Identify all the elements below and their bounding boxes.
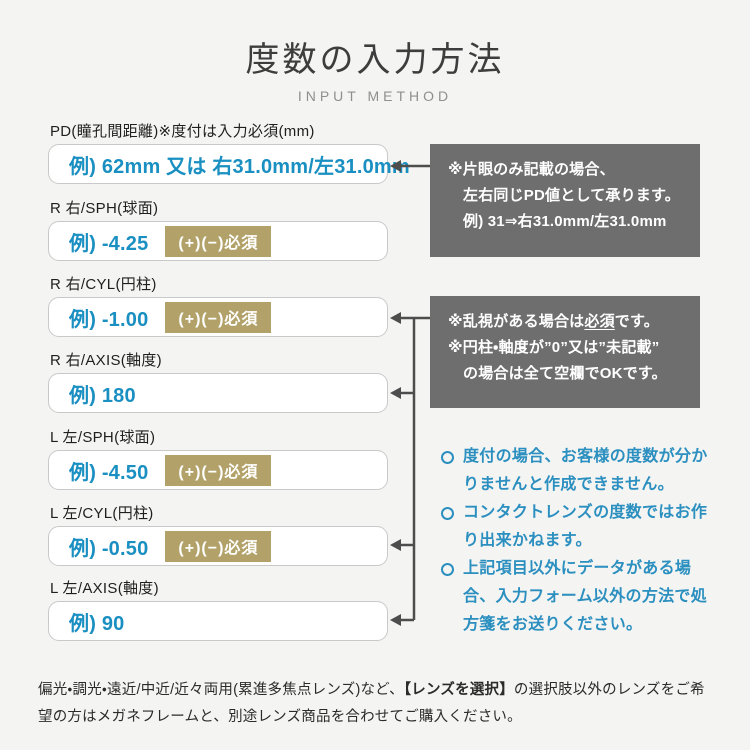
plus-minus-required-badge: (+)(−)必須 <box>165 301 272 333</box>
cyl-note-line: ※乱視がある場合は必須です。 <box>448 313 659 330</box>
note-text: 上記項目以外にデータがある場合、入力フォーム以外の方法で処方箋をお送りください。 <box>463 560 708 633</box>
r-axis-label: R 右/AXIS(軸度) <box>50 352 162 369</box>
field-group-pd: PD(瞳孔間距離)※度付は入力必須(mm) 例) 62mm 又は 右31.0mm… <box>48 120 410 184</box>
circle-bullet-icon <box>441 563 454 576</box>
arrowhead-icons <box>390 160 401 626</box>
l-cyl-label: L 左/CYL(円柱) <box>50 505 154 522</box>
r-axis-example-value: 例) 180 <box>69 384 136 407</box>
list-item: コンタクトレンズの度数ではお作り出来かねます。 <box>441 499 721 555</box>
note-text: コンタクトレンズの度数ではお作り出来かねます。 <box>463 504 708 549</box>
field-group-l-sph: L 左/SPH(球面) 例) -4.50 (+)(−)必須 <box>48 426 390 490</box>
pd-note-callout: ※片眼のみ記載の場合、 左右同じPD値として承ります。 例) 31⇒右31.0m… <box>430 144 700 257</box>
r-cyl-label: R 右/CYL(円柱) <box>50 276 157 293</box>
pd-label: PD(瞳孔間距離)※度付は入力必須(mm) <box>50 123 315 140</box>
required-emphasis: 必須 <box>584 313 615 330</box>
plus-minus-required-badge: (+)(−)必須 <box>165 530 272 562</box>
r-sph-example-value: 例) -4.25 <box>69 232 149 255</box>
cyl-axis-note-callout: ※乱視がある場合は必須です。 ※円柱・軸度が”0”又は”未記載” の場合は全て空… <box>430 296 700 408</box>
list-item: 上記項目以外にデータがある場合、入力フォーム以外の方法で処方箋をお送りください。 <box>441 555 721 639</box>
l-axis-example-value: 例) 90 <box>69 612 125 635</box>
list-item: 度付の場合、お客様の度数が分かりませんと作成できません。 <box>441 443 721 499</box>
plus-minus-required-badge: (+)(−)必須 <box>165 454 272 486</box>
l-cyl-input[interactable]: 例) -0.50 (+)(−)必須 <box>48 526 388 566</box>
l-cyl-example-value: 例) -0.50 <box>69 537 149 560</box>
page-title: 度数の入力方法 <box>245 41 505 79</box>
field-group-l-axis: L 左/AXIS(軸度) 例) 90 <box>48 577 390 641</box>
field-group-l-cyl: L 左/CYL(円柱) 例) -0.50 (+)(−)必須 <box>48 502 390 566</box>
r-cyl-input[interactable]: 例) -1.00 (+)(−)必須 <box>48 297 388 337</box>
circle-bullet-icon <box>441 507 454 520</box>
r-sph-label: R 右/SPH(球面) <box>50 200 159 217</box>
l-axis-input[interactable]: 例) 90 <box>48 601 388 641</box>
field-group-r-cyl: R 右/CYL(円柱) 例) -1.00 (+)(−)必須 <box>48 273 390 337</box>
pd-note-line: 左右同じPD値として承ります。 <box>463 187 680 204</box>
page-subtitle: INPUT METHOD <box>297 87 453 104</box>
pd-input[interactable]: 例) 62mm 又は 右31.0mm/左31.0mm <box>48 144 410 184</box>
cyl-note-line: の場合は全て空欄でOKです。 <box>463 365 667 382</box>
notes-list: 度付の場合、お客様の度数が分かりませんと作成できません。 コンタクトレンズの度数… <box>441 443 721 639</box>
cyl-note-line: ※円柱・軸度が”0”又は”未記載” <box>448 339 660 356</box>
pd-note-line: 例) 31⇒右31.0mm/左31.0mm <box>463 213 667 230</box>
header: 度数の入力方法 INPUT METHOD <box>0 40 750 104</box>
plus-minus-required-badge: (+)(−)必須 <box>165 225 272 257</box>
lens-select-emphasis: 【レンズを選択】 <box>403 681 514 698</box>
footer-note: 偏光・調光・遠近/中近/近々両用(累進多焦点レンズ)など、【レンズを選択】の選択… <box>38 681 705 725</box>
r-sph-input[interactable]: 例) -4.25 (+)(−)必須 <box>48 221 388 261</box>
circle-bullet-icon <box>441 451 454 464</box>
pd-example-value: 例) 62mm 又は 右31.0mm/左31.0mm <box>69 155 410 178</box>
pd-note-line: ※片眼のみ記載の場合、 <box>448 161 615 178</box>
l-sph-example-value: 例) -4.50 <box>69 461 149 484</box>
l-sph-input[interactable]: 例) -4.50 (+)(−)必須 <box>48 450 388 490</box>
r-axis-input[interactable]: 例) 180 <box>48 373 388 413</box>
note-text: 度付の場合、お客様の度数が分かりませんと作成できません。 <box>463 448 708 493</box>
r-cyl-example-value: 例) -1.00 <box>69 308 149 331</box>
l-sph-label: L 左/SPH(球面) <box>50 429 156 446</box>
l-axis-label: L 左/AXIS(軸度) <box>50 580 159 597</box>
field-group-r-axis: R 右/AXIS(軸度) 例) 180 <box>48 349 390 413</box>
field-group-r-sph: R 右/SPH(球面) 例) -4.25 (+)(−)必須 <box>48 197 390 261</box>
